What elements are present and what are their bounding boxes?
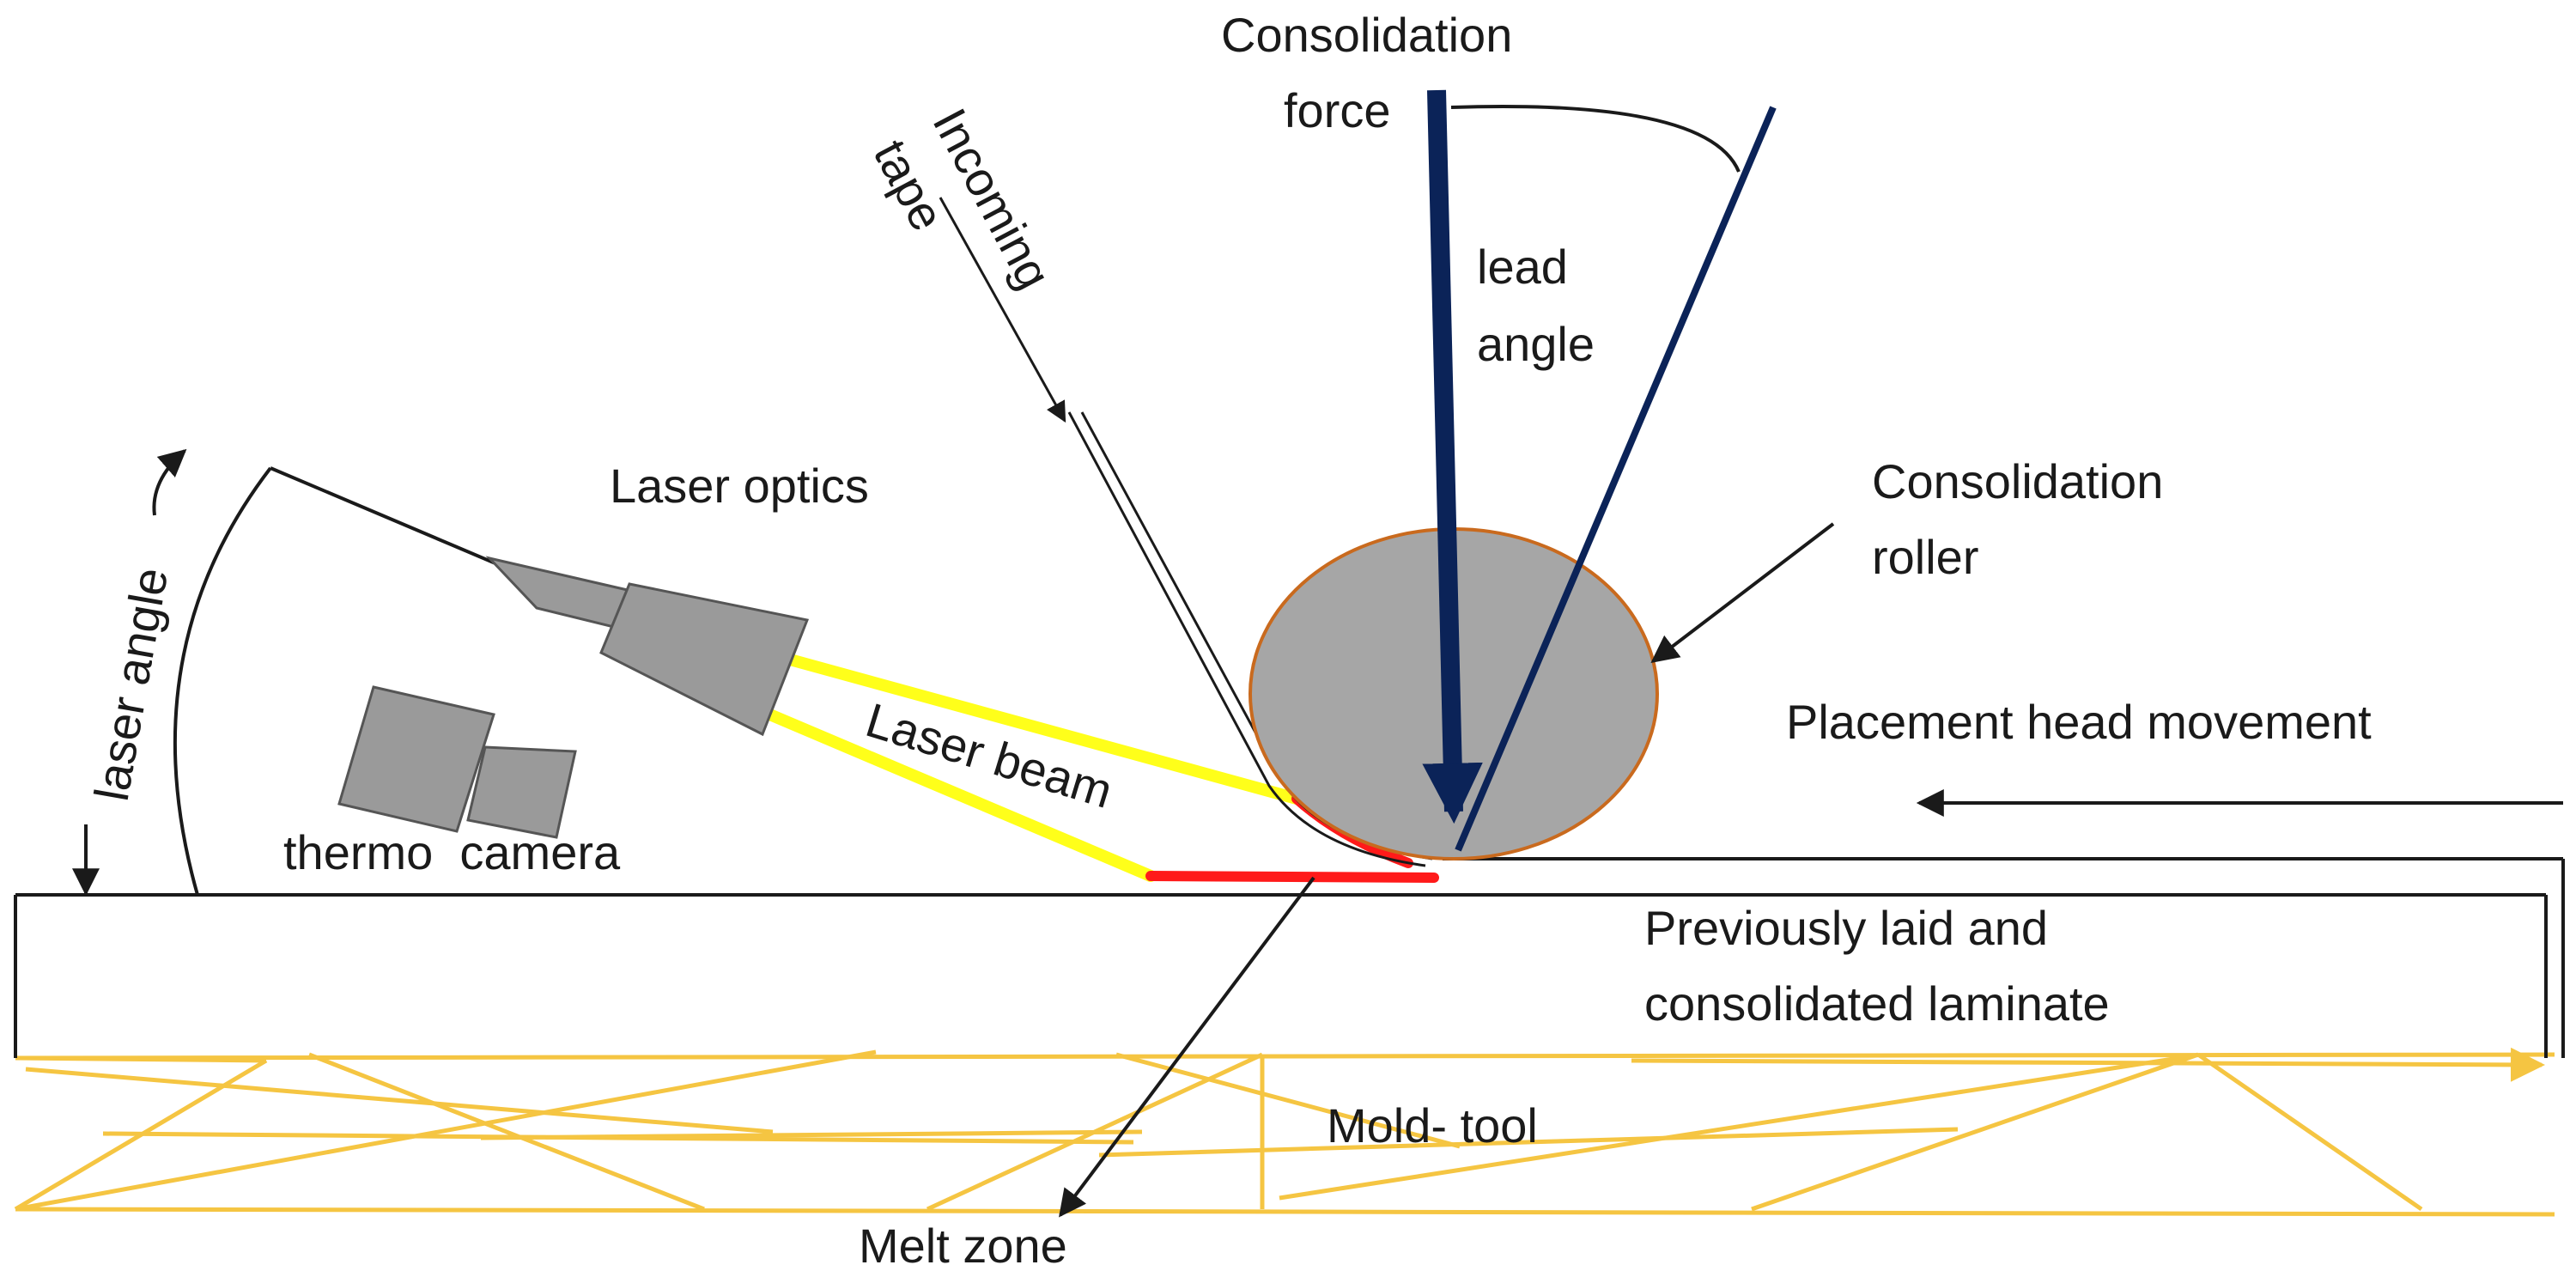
mold-tool	[14, 1047, 2555, 1217]
mold-tool-label: Mold- tool	[1327, 1098, 1538, 1152]
labels: Consolidation force lead angle Incoming …	[84, 8, 2372, 1273]
lead-angle-label-line2: angle	[1477, 317, 1595, 371]
consolidation-force-label-line1: Consolidation	[1221, 8, 1512, 62]
thermo-camera-label: thermo camera	[283, 825, 621, 879]
consolidation-roller-label-line1: Consolidation	[1872, 454, 2163, 508]
placement-head-movement-label: Placement head movement	[1786, 695, 2372, 749]
melt-zone-pointer-arrow	[1059, 876, 1315, 1218]
laminate-label-line2: consolidated laminate	[1644, 976, 2110, 1031]
consolidation-roller-label-line2: roller	[1872, 530, 1978, 584]
consolidation-force-arrows	[1422, 89, 1777, 852]
thermo-camera	[337, 685, 577, 839]
melt-zone-label: Melt zone	[859, 1219, 1067, 1273]
laser-angle-label: laser angle	[84, 563, 179, 805]
laser-optics	[485, 556, 810, 737]
consolidation-force-label-line2: force	[1284, 83, 1391, 137]
laminate	[14, 857, 2565, 1058]
laser-optics-label: Laser optics	[610, 459, 869, 513]
laminate-label-line1: Previously laid and	[1644, 901, 2048, 955]
roller-pointer-arrow	[1650, 522, 1835, 663]
lead-angle-label-line1: lead	[1477, 240, 1568, 294]
laser-beam	[750, 654, 1303, 882]
